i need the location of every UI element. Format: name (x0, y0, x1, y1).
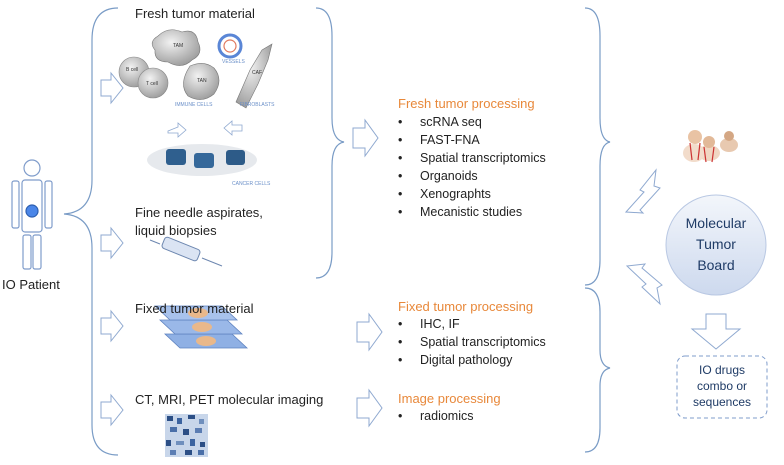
lightning-arrow-down-icon (625, 263, 663, 306)
caf-label: CAF (252, 70, 262, 76)
imaging-label: CT, MRI, PET molecular imaging (135, 392, 324, 407)
fresh-sources-brace (315, 7, 345, 279)
fresh-processing-list: scRNA seq FAST-FNA Spatial transcriptomi… (398, 115, 546, 220)
immune-cells-label: IMMUNE CELLS (175, 102, 213, 108)
arrow-fixed (100, 309, 124, 343)
doctors-icon (683, 130, 738, 163)
board-label: Molecular Tumor Board (666, 213, 766, 276)
arrow-imaging (100, 393, 124, 427)
tam-label: TAM (173, 43, 184, 49)
tam-cell-icon (151, 29, 201, 66)
io-drugs-line1: IO drugs (698, 363, 746, 377)
t-cell-icon (137, 67, 169, 99)
fresh-processing-brace (584, 7, 611, 286)
io-drugs-label: IO drugs combo or sequences (677, 362, 767, 410)
b-cell-label: B cell (126, 67, 139, 73)
io-drugs-box (676, 355, 768, 419)
molecular-tumor-board-circle (665, 194, 767, 296)
fixed-processing-brace (584, 287, 611, 453)
cancer-cells-label: CANCER CELLS (232, 181, 271, 187)
arrow-fresh (100, 71, 124, 105)
arrow-to-fixed-processing (356, 312, 383, 352)
board-label-line2: Tumor (696, 236, 736, 252)
tan-label: TAN (197, 78, 207, 84)
down-arrow-icon (690, 313, 742, 350)
arrow-to-fresh-processing (352, 118, 379, 158)
vessel-icon (217, 33, 243, 59)
cells-illustration (118, 29, 273, 176)
patient-label: IO Patient (2, 277, 60, 292)
arrow-to-image-processing (356, 388, 383, 428)
fixed-processing-title: Fixed tumor processing (398, 299, 534, 314)
fresh-material-label: Fresh tumor material (135, 6, 255, 21)
board-label-line3: Board (697, 257, 735, 273)
syringe-icon (149, 236, 223, 267)
tissue-slides-icon (153, 305, 249, 349)
arrow-fna (100, 226, 124, 260)
brace-arrows (100, 71, 124, 427)
fna-label-line2: liquid biopsies (135, 223, 217, 238)
lightning-arrow-up-icon (624, 168, 661, 214)
fibroblasts-label: FIBROBLASTS (240, 102, 275, 108)
fixed-processing-list: IHC, IF Spatial transcriptomics Digital … (398, 317, 546, 368)
vessels-label: VESSELS (222, 59, 245, 65)
imaging-pattern-icon (165, 414, 208, 457)
patient-figure-icon (11, 159, 53, 270)
left-brace (63, 7, 119, 456)
io-drugs-line3: sequences (692, 395, 752, 409)
io-drugs-line2: combo or (696, 379, 748, 393)
cancer-cells-icon (147, 144, 257, 176)
tan-cell-icon (183, 63, 220, 100)
fibroblast-icon (235, 43, 273, 109)
fna-label-line1: Fine needle aspirates, (135, 205, 263, 220)
image-processing-title: Image processing (398, 391, 501, 406)
board-label-line1: Molecular (685, 215, 747, 231)
image-processing-list: radiomics (398, 409, 474, 424)
fixed-material-label: Fixed tumor material (135, 301, 254, 316)
t-cell-label: T cell (146, 81, 158, 87)
fresh-processing-title: Fresh tumor processing (398, 96, 535, 111)
